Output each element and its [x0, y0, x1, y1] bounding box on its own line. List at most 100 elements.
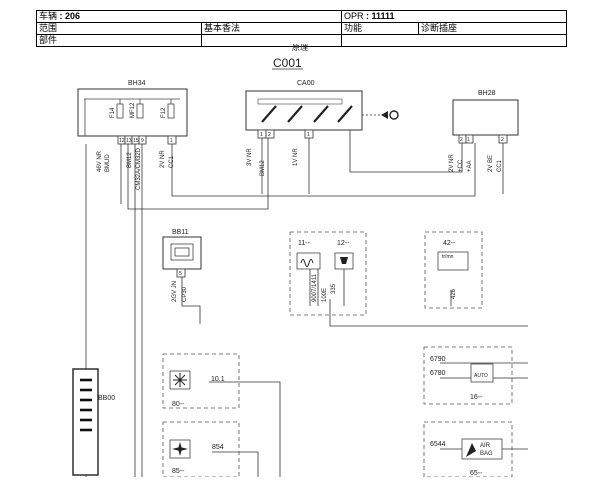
bb11-pin-box	[176, 268, 186, 278]
bh34-wire-label: BMUD	[105, 154, 111, 172]
bh28-pin-label: 2	[501, 137, 504, 143]
group-85-wire-label: 854	[212, 444, 224, 451]
bh34-wire-label: BM12	[127, 152, 133, 168]
bh28-wire-label: 2V NR	[449, 154, 455, 172]
key-icon	[381, 111, 388, 119]
opr-cell: OPR : 11111	[341, 10, 567, 23]
bb11-relay-coil	[174, 247, 190, 257]
scope-value: 基本香法	[201, 22, 342, 35]
bb00-box	[72, 368, 99, 476]
bh28-box	[452, 99, 519, 136]
group-65-box	[423, 421, 513, 478]
bb11-pin-label: 5	[179, 271, 182, 277]
ca00-pin-label: 2	[268, 132, 271, 138]
bh34-label: BH34	[128, 80, 146, 87]
function-value: 诊断插座	[418, 22, 567, 35]
bb00-battery-icon	[80, 378, 92, 432]
ca00-wire-label: 3V NR	[247, 148, 253, 166]
group-16-label: 16--	[470, 394, 483, 401]
bh34-pin-label: 9	[141, 138, 144, 144]
wire-cc1	[171, 143, 476, 197]
bh28-wire-label: CC1	[497, 159, 503, 172]
tachometer-icon: tr/mn	[442, 254, 454, 260]
ignition-contact	[337, 105, 353, 123]
part-label: 部件	[36, 34, 202, 47]
bh34-wire-label: 2V NR	[160, 150, 166, 168]
group-80-box	[162, 353, 240, 409]
bh34-wire-label: 46V NR	[97, 150, 103, 172]
group-65-wire-label: 6544	[430, 441, 446, 448]
vehicle-value: : 206	[59, 11, 81, 22]
bh28-pin-label: 2	[460, 137, 463, 143]
bh28-pin-label: 1	[467, 137, 470, 143]
ca00-contact-strip	[257, 98, 343, 105]
group-80-label: 80--	[172, 401, 185, 408]
wire-group80	[209, 381, 281, 477]
group-11-wire-label: 100E	[322, 288, 328, 302]
group-42-label: 42--	[443, 240, 456, 247]
function-label: 功能	[341, 22, 419, 35]
ca00-label: CA00	[297, 80, 315, 87]
ca00-pin-label: 1	[307, 132, 310, 138]
ca00-wire-label: BM12	[260, 160, 266, 176]
radio-icon: AUTO	[474, 373, 488, 379]
diagram-area: 原理 C001 BH34 F14 MF12 F12 12 13 15 9 1 4…	[0, 43, 600, 478]
bh34-pin-label: 1	[170, 138, 173, 144]
wire-cc-plus	[349, 130, 463, 173]
fuse-mf12-label: MF12	[130, 102, 136, 118]
bb11-wire-label: CP30	[182, 286, 188, 302]
bh34-pin-label: 12	[119, 138, 125, 144]
wire-bm12	[127, 138, 269, 210]
bh34-pin-label: 13	[126, 138, 132, 144]
fuse-f12-label: F12	[161, 107, 167, 118]
header-row-2: 范围 基本香法 功能 诊断插座	[36, 22, 567, 35]
fuse-f12-icon	[167, 103, 175, 119]
key-icon	[389, 110, 399, 120]
header-row-3: 部件	[36, 34, 567, 47]
fan-icon	[173, 373, 187, 387]
group-16-box	[423, 346, 513, 405]
group-16-wire-label: 6790	[430, 356, 446, 363]
wire-group	[85, 130, 528, 477]
ignition-contact	[287, 105, 303, 123]
ca00-wire-label: 1V NR	[293, 148, 299, 166]
tachometer-icon-box	[437, 251, 469, 271]
group-11-box	[289, 231, 367, 316]
bh28-wire-label: +AA	[467, 160, 473, 172]
group-11-label: 11--	[298, 240, 311, 247]
principle-title: 原理	[292, 44, 308, 52]
airbag-text: AIR	[480, 443, 491, 449]
bh34-pin-label: 15	[133, 138, 139, 144]
compass-icon	[172, 442, 188, 456]
bh28-wire-label: 2V BE	[488, 155, 494, 172]
bh34-wire-label: CM32A/CM32D	[136, 147, 142, 190]
vehicle-cell: 车辆 : 206	[36, 10, 342, 23]
ignition-contact	[313, 105, 329, 123]
ca00-pin-label: 1	[260, 132, 263, 138]
vehicle-label: 车辆	[39, 11, 60, 22]
airbag-text: BAG	[480, 451, 493, 457]
airbag-icon	[466, 443, 476, 457]
bh34-pin-box	[138, 135, 147, 145]
wiring-diagram: 原理 C001 BH34 F14 MF12 F12 12 13 15 9 1 4…	[72, 43, 528, 478]
group-11-wire-label: 9007/1411	[312, 273, 318, 302]
wire-group11-out	[329, 299, 528, 327]
fuse-f14-label: F14	[110, 107, 116, 118]
group-12-label: 12--	[337, 240, 350, 247]
ca00-pin-box	[265, 129, 275, 139]
bh28-wire-label: +CC	[458, 159, 464, 172]
bb00-label: BB00	[98, 395, 115, 402]
bb11-label: BB11	[172, 229, 189, 236]
group-65-label: 65--	[470, 470, 483, 477]
wire-group85	[212, 451, 259, 477]
sensor-icon	[340, 257, 348, 264]
blank-cell	[341, 34, 567, 47]
header-table: 车辆 : 206 OPR : 11111 范围 基本香法 功能 诊断插座 部件	[36, 10, 567, 47]
coil-icon	[300, 259, 314, 267]
ignition-contact	[261, 105, 277, 123]
header-row-1: 车辆 : 206 OPR : 11111	[36, 10, 567, 23]
group-42-wire-label: 426	[451, 288, 457, 299]
bb11-relay-icon	[170, 243, 194, 261]
range-label: 范围	[36, 22, 202, 35]
horn-icon-box	[296, 252, 321, 270]
